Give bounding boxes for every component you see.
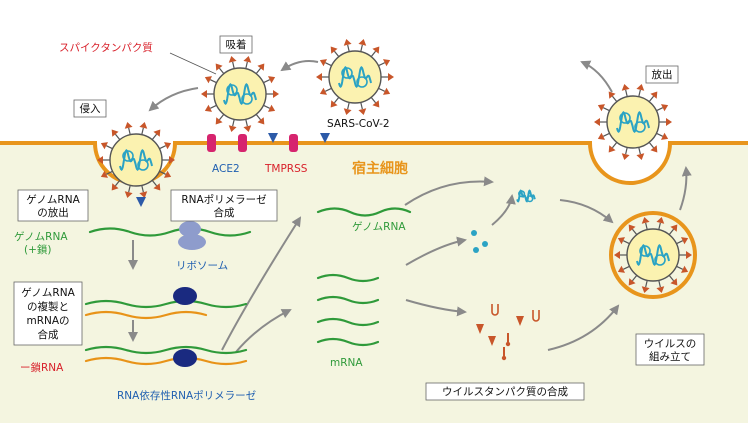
replication-plus-strand xyxy=(84,299,248,309)
tmprss-protease-icon xyxy=(289,134,298,152)
replication-label-4: 合成 xyxy=(38,328,59,341)
polymerase-icon xyxy=(173,287,197,305)
virus-particle-icon xyxy=(614,216,692,294)
ace2-label: ACE2 xyxy=(212,163,240,175)
tmprss-protease-icon xyxy=(320,133,330,143)
genome-dot xyxy=(473,247,479,253)
arrow-vesicle-to-assembly xyxy=(559,199,614,224)
arrow-adsorb-to-entry xyxy=(148,87,199,112)
genome-rna-plus-strand xyxy=(88,227,252,237)
mrna-label: mRNA xyxy=(330,357,363,369)
mrna-strand-2 xyxy=(316,295,380,305)
assembly-label-2: 組み立て xyxy=(649,350,691,363)
viral-protein-icon xyxy=(491,304,499,316)
release-box xyxy=(645,65,679,84)
arrow-to-mrna xyxy=(235,309,292,353)
tmprss-label: TMPRSS xyxy=(264,163,308,175)
minus-rna-plus-strand xyxy=(84,345,248,355)
arrow-to-genome-rna xyxy=(221,216,302,351)
tmprss-protease-icon xyxy=(268,133,278,143)
ace2-receptor-icon xyxy=(238,134,247,152)
genome-release-box xyxy=(17,189,89,222)
replication-label-1: ゲノムRNA xyxy=(21,287,75,299)
release-label: 放出 xyxy=(652,68,673,81)
arrow-assembly-to-release xyxy=(679,166,692,211)
viral-protein-icon xyxy=(476,324,484,334)
host-cell-label: 宿主細胞 xyxy=(352,160,408,177)
rdrp-label: RNA依存性RNAポリメラーゼ xyxy=(117,389,257,402)
polymerase-synth-box xyxy=(170,189,278,222)
polymerase-synth-label-1: RNAポリメラーゼ xyxy=(181,194,267,206)
replication-minus-strand xyxy=(84,310,208,320)
genome-dot xyxy=(471,230,477,236)
arrow-virus-to-adsorb xyxy=(280,60,319,72)
viral-protein-icon xyxy=(532,310,540,322)
arrow-proteins-to-assembly xyxy=(547,304,620,351)
adsorb-box xyxy=(219,35,253,54)
genome-rna-label: ゲノムRNA xyxy=(352,221,406,233)
entry-box xyxy=(73,99,107,118)
genome-dot xyxy=(482,241,488,247)
polymerase-synth-label-2: 合成 xyxy=(214,206,235,219)
assembly-vesicle-membrane xyxy=(609,211,697,299)
replication-label-2: の複製と xyxy=(27,300,69,313)
protein-synth-box xyxy=(425,382,585,401)
virus-particle-icon xyxy=(594,83,672,161)
virus-particle-icon xyxy=(97,121,175,199)
minus-rna-minus-strand xyxy=(84,356,248,366)
genome-release-label-2: の放出 xyxy=(37,206,69,219)
viral-protein-icon xyxy=(501,347,507,361)
entry-label: 侵入 xyxy=(80,103,101,115)
mrna-strand-3 xyxy=(316,317,380,327)
virus-particle-icon xyxy=(316,38,394,116)
genome-release-label-1: ゲノムRNA xyxy=(26,194,80,206)
tmprss-protease-icon xyxy=(136,197,146,207)
arrow-release xyxy=(580,60,613,93)
nascent-genome-icon xyxy=(516,189,536,203)
ribosome-label: リボソーム xyxy=(176,260,228,272)
arrow-genome-to-vesicle xyxy=(404,176,494,206)
host-cell-membrane xyxy=(0,141,748,185)
replication-label-3: mRNAの xyxy=(26,315,69,327)
viral-protein-icon xyxy=(488,336,496,346)
arrow-mrna-to-proteins xyxy=(405,299,467,317)
assembly-label-1: ウイルスの xyxy=(644,338,697,350)
adsorb-label: 吸着 xyxy=(226,38,247,51)
spike-label: スパイクタンパク質 xyxy=(59,41,153,54)
ace2-receptor-icon xyxy=(207,134,216,152)
ribosome-icon xyxy=(178,221,206,250)
minus-strand-label: ー鎖RNA xyxy=(20,361,64,374)
genome-plus-label-1: ゲノムRNA xyxy=(14,231,68,243)
genome-plus-label-2: (+鎖) xyxy=(24,243,52,256)
replication-box xyxy=(13,281,83,346)
spike-pointer-line xyxy=(169,52,217,75)
mrna-strand-4 xyxy=(316,337,380,347)
mrna-strand-1 xyxy=(316,273,380,283)
viral-protein-icon xyxy=(505,333,511,347)
assembly-box xyxy=(635,333,705,366)
protein-synth-label: ウイルスタンパク質の合成 xyxy=(442,385,568,398)
polymerase-icon xyxy=(173,349,197,367)
sars-label: SARS-CoV-2 xyxy=(327,118,390,130)
virus-particle-icon xyxy=(201,55,279,133)
genome-rna-strand-top xyxy=(316,207,412,217)
viral-protein-icon xyxy=(516,316,524,326)
arrow-dots-to-vesicle xyxy=(491,194,516,226)
arrow-mrna-up xyxy=(405,236,467,266)
